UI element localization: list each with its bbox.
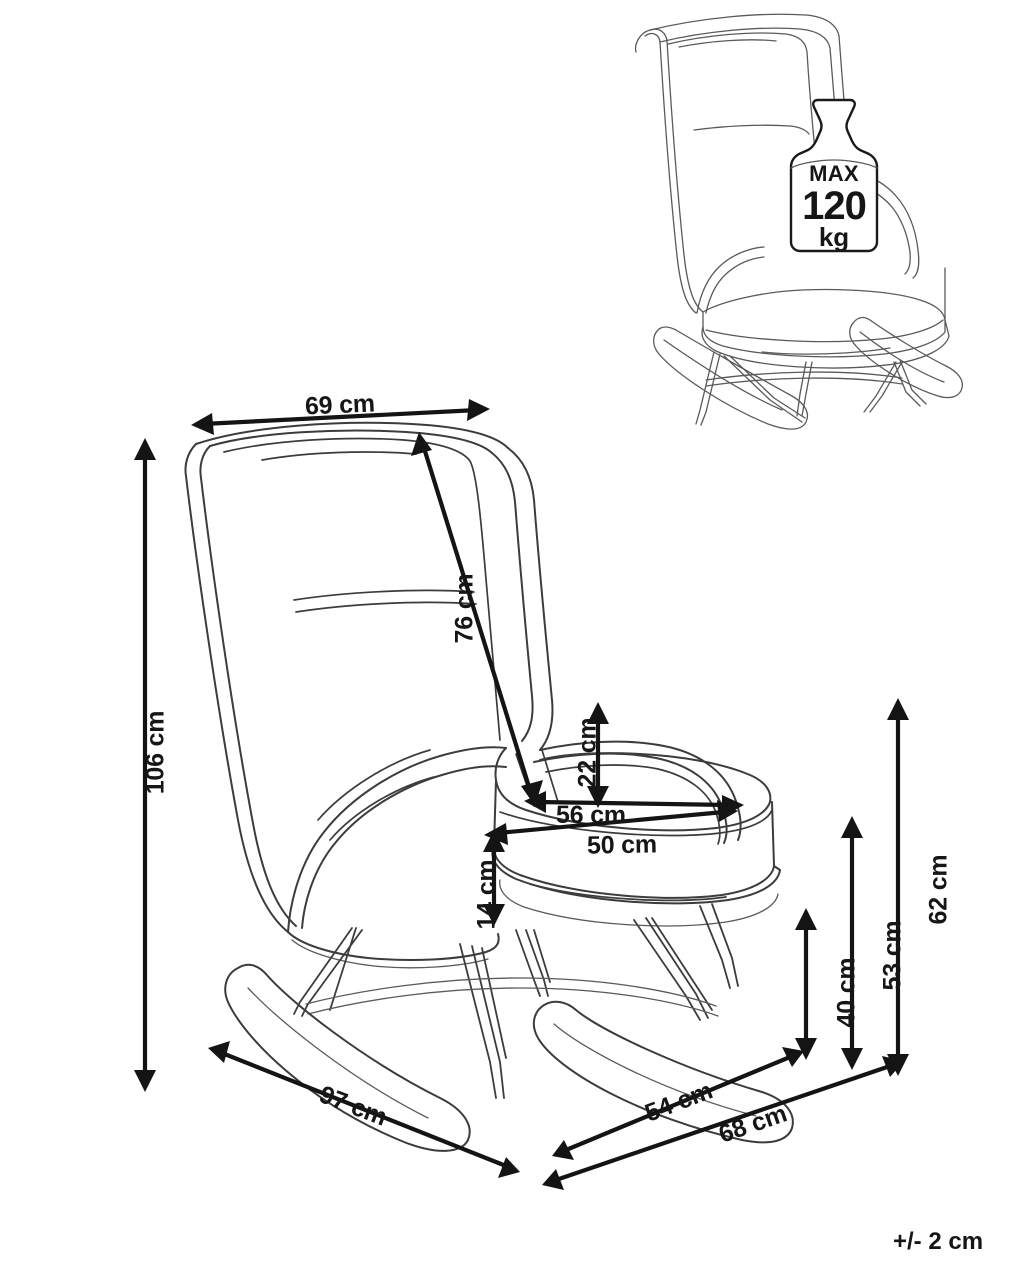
dimension-arrow-106cm xyxy=(134,438,156,1092)
tolerance-note: +/- 2 cm xyxy=(893,1228,984,1255)
dimension-arrow-14cm xyxy=(483,830,505,926)
dimension-arrow-69cm xyxy=(191,399,490,435)
badge-unit: kg xyxy=(818,222,850,252)
max-load-badge-shape xyxy=(789,98,879,253)
badge-max-label: MAX xyxy=(809,161,859,186)
dimension-arrow-40cm xyxy=(795,908,817,1060)
main-chair-outline xyxy=(184,421,781,969)
rocker-runners xyxy=(224,963,794,1152)
dimension-label-53cm: 53 cm xyxy=(878,920,907,991)
dimension-arrow-53cm xyxy=(841,816,863,1070)
dimension-arrow-97cm xyxy=(208,1041,520,1178)
dimension-label-76cm: 76 cm xyxy=(450,573,479,644)
inset-chair-outline xyxy=(634,13,964,430)
metal-leg-frame xyxy=(293,903,739,1099)
dimension-arrow-76cm xyxy=(411,432,543,806)
dimension-label-22cm: 22 cm xyxy=(573,717,602,788)
dimension-label-62cm: 62 cm xyxy=(924,854,953,925)
dimension-arrows xyxy=(134,399,909,1190)
dimension-arrow-62cm xyxy=(887,698,909,1076)
dimension-label-40cm: 40 cm xyxy=(832,957,861,1028)
dimension-label-50cm: 50 cm xyxy=(586,830,658,860)
dimension-label-106cm: 106 cm xyxy=(141,710,170,795)
dimension-arrow-22cm xyxy=(587,702,609,808)
dimension-arrow-54cm xyxy=(552,1047,804,1160)
badge-value: 120 xyxy=(802,184,867,228)
dimension-label-69cm: 69 cm xyxy=(304,389,376,421)
dimension-label-14cm: 14 cm xyxy=(472,859,501,930)
dimension-label-56cm: 56 cm xyxy=(555,800,627,830)
